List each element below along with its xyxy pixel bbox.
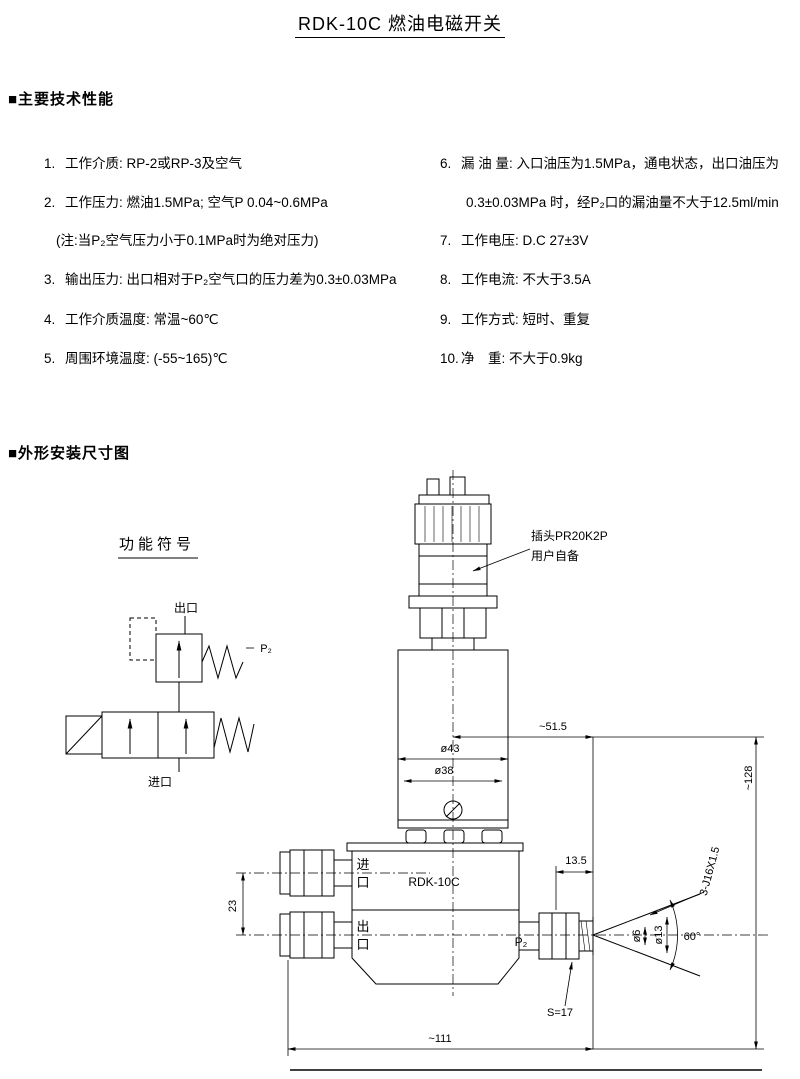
ground-symbol-icon <box>443 800 463 820</box>
dim-23: 23 <box>227 900 239 912</box>
spec-num: 6. <box>440 156 452 171</box>
spec-item: 1. 工作介质: RP-2或RP-3及空气 <box>44 152 242 172</box>
spec-item: 9. 工作方式: 短时、重复 <box>440 308 590 328</box>
spec-text: 0.3±0.03MPa 时，经P₂口的漏油量不大于12.5ml/min <box>466 195 779 210</box>
dim-38: ø38 <box>435 765 454 777</box>
outlet-port <box>279 911 353 959</box>
inlet-label: 进口 <box>148 775 172 789</box>
outlet-port-label-char1: 出 <box>356 919 369 934</box>
spec-item: 4. 工作介质温度: 常温~60℃ <box>44 308 219 328</box>
function-symbol-title: 功能符号 <box>119 536 195 553</box>
spec-num: 10. <box>440 351 459 366</box>
spec-item: 6. 漏 油 量: 入口油压为1.5MPa，通电状态，出口油压为 <box>440 152 779 172</box>
dimensions-section-header: ■外形安装尺寸图 <box>8 445 131 462</box>
spec-num: 8. <box>440 272 452 287</box>
spec-text: 净 重: 不大于0.9kg <box>461 351 583 366</box>
spec-num: 9. <box>440 312 452 327</box>
spec-item: 3. 输出压力: 出口相对于P₂空气口的压力差为0.3±0.03MPa <box>44 268 396 288</box>
spec-item: 10.净 重: 不大于0.9kg <box>440 347 583 367</box>
spec-text: (注:当P₂空气压力小于0.1MPa时为绝对压力) <box>56 233 319 248</box>
centerlines <box>236 470 768 996</box>
spec-num: 4. <box>44 312 56 327</box>
spec-item: 5. 周围环境温度: (-55~165)℃ <box>44 347 228 367</box>
dim-13-5: 13.5 <box>565 855 586 867</box>
spec-text: 工作介质: RP-2或RP-3及空气 <box>65 156 243 171</box>
spec-item: 8. 工作电流: 不大于3.5A <box>440 268 591 288</box>
dim-60: 60° <box>684 931 701 943</box>
dim-s17: S=17 <box>547 1007 573 1019</box>
dim-13: ø13 <box>653 926 665 945</box>
spec-item-cont: 0.3±0.03MPa 时，经P₂口的漏油量不大于12.5ml/min <box>466 191 779 211</box>
dim-thread: 3-J16X1.5 <box>698 845 723 897</box>
spec-text: 工作电流: 不大于3.5A <box>461 272 591 287</box>
plug-note-line2: 用户自备 <box>531 548 579 563</box>
dim-43: ø43 <box>441 743 460 755</box>
valve-outline <box>346 476 524 985</box>
spec-text: 工作介质温度: 常温~60℃ <box>65 312 219 327</box>
spec-text: 工作方式: 短时、重复 <box>461 312 591 327</box>
spec-item-note: (注:当P₂空气压力小于0.1MPa时为绝对压力) <box>56 229 319 249</box>
spec-text: 周围环境温度: (-55~165)℃ <box>65 351 228 366</box>
outlet-port-label-char2: 口 <box>356 937 369 952</box>
model-label: RDK-10C <box>408 875 460 889</box>
spec-item: 2. 工作压力: 燃油1.5MPa; 空气P 0.04~0.6MPa <box>44 191 328 211</box>
specs-section-header: ■主要技术性能 <box>8 91 115 108</box>
outlet-label: 出口 <box>174 601 198 615</box>
spec-num: 1. <box>44 156 56 171</box>
spec-num: 7. <box>440 233 452 248</box>
dim-51-5: ~51.5 <box>539 721 567 733</box>
function-symbol: 功能符号 出口 P₂ 进口 <box>65 536 272 789</box>
inlet-port-label-char1: 进 <box>356 857 369 872</box>
spec-text: 漏 油 量: 入口油压为1.5MPa，通电状态，出口油压为 <box>461 156 780 171</box>
dim-6: ø6 <box>631 930 643 943</box>
spec-text: 工作压力: 燃油1.5MPa; 空气P 0.04~0.6MPa <box>65 195 328 210</box>
inlet-port <box>279 849 353 897</box>
spec-text: 工作电压: D.C 27±3V <box>461 233 589 248</box>
spec-item: 7. 工作电压: D.C 27±3V <box>440 229 588 249</box>
spec-num: 3. <box>44 272 56 287</box>
page-title: RDK-10C 燃油电磁开关 <box>0 10 800 38</box>
spec-num: 2. <box>44 195 56 210</box>
page-title-text: RDK-10C 燃油电磁开关 <box>294 14 506 38</box>
drawing-labels: 插头PR20K2P 用户自备 RDK-10C 进 口 出 口 P₂ <box>356 529 607 952</box>
p2-symbol-label: P₂ <box>260 643 272 655</box>
p2-port-label: P₂ <box>515 935 528 949</box>
spec-text: 输出压力: 出口相对于P₂空气口的压力差为0.3±0.03MPa <box>65 272 397 287</box>
installation-drawing: 功能符号 出口 P₂ 进口 <box>65 470 768 1071</box>
plug-note-line1: 插头PR20K2P <box>531 529 608 543</box>
dim-111: ~111 <box>428 1033 451 1045</box>
inlet-port-label-char2: 口 <box>356 875 369 890</box>
dim-128: ~128 <box>743 766 755 791</box>
spec-num: 5. <box>44 351 56 366</box>
